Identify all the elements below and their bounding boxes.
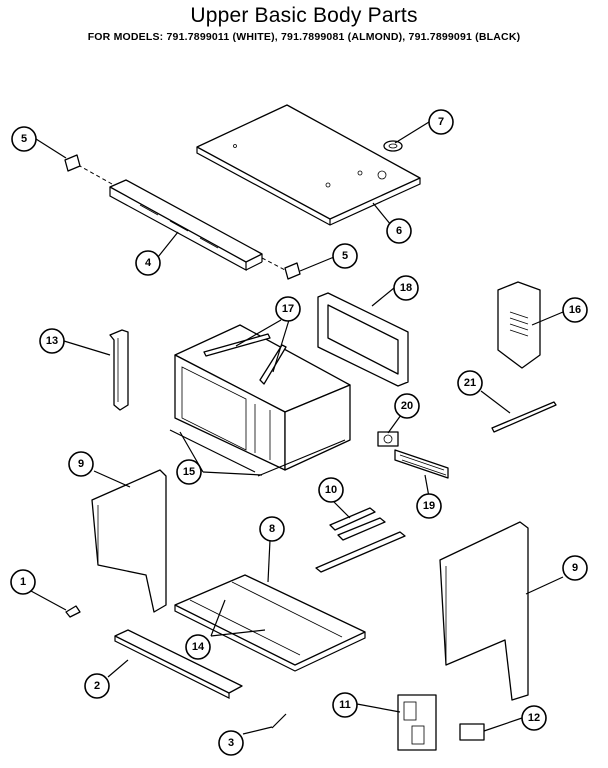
callout-3: 3: [218, 730, 244, 756]
svg-text:5: 5: [21, 133, 27, 145]
leader-lines: [30, 121, 564, 735]
callout-5: 5: [332, 243, 358, 269]
callout-5: 5: [11, 126, 37, 152]
svg-text:15: 15: [183, 466, 195, 478]
part-side-panel-right[interactable]: [439, 521, 529, 701]
part-side-support[interactable]: [109, 329, 129, 411]
svg-text:17: 17: [282, 303, 294, 315]
svg-text:21: 21: [464, 377, 476, 389]
svg-text:4: 4: [145, 257, 152, 269]
guide-line: [77, 164, 113, 185]
callout-18: 18: [393, 275, 419, 301]
callout-15: 15: [176, 459, 202, 485]
svg-text:12: 12: [528, 712, 540, 724]
svg-text:9: 9: [572, 562, 578, 574]
part-cabinet[interactable]: [169, 324, 351, 477]
part-grommet[interactable]: [383, 140, 403, 152]
callout-2: 2: [84, 673, 110, 699]
part-top-cover[interactable]: [196, 104, 421, 226]
callout-10: 10: [318, 477, 344, 503]
part-motor[interactable]: [377, 431, 399, 447]
callout-17: 17: [275, 296, 301, 322]
callout-19: 19: [416, 493, 442, 519]
part-strip[interactable]: [491, 401, 557, 433]
svg-text:2: 2: [94, 680, 100, 692]
callout-12: 12: [521, 705, 547, 731]
part-heater-assembly[interactable]: [394, 449, 449, 479]
svg-text:7: 7: [438, 116, 444, 128]
svg-text:6: 6: [396, 225, 402, 237]
page-title: Upper Basic Body Parts: [190, 4, 418, 27]
callout-9: 9: [562, 555, 588, 581]
svg-text:20: 20: [401, 400, 413, 412]
part-latch-assembly[interactable]: [315, 507, 406, 573]
svg-text:3: 3: [228, 737, 234, 749]
svg-text:16: 16: [569, 304, 581, 316]
part-door-frame[interactable]: [317, 292, 409, 387]
callout-9: 9: [68, 451, 94, 477]
part-clip-left[interactable]: [64, 154, 81, 172]
callout-21: 21: [457, 370, 483, 396]
svg-text:11: 11: [339, 699, 351, 711]
callout-6: 6: [386, 218, 412, 244]
svg-text:14: 14: [192, 641, 205, 653]
svg-text:18: 18: [400, 282, 412, 294]
part-switch-assembly[interactable]: [397, 694, 437, 751]
svg-text:19: 19: [423, 500, 435, 512]
svg-text:5: 5: [342, 250, 348, 262]
callout-14: 14: [185, 634, 211, 660]
guide-line: [261, 257, 286, 271]
part-base-plate[interactable]: [174, 574, 366, 672]
callout-11: 11: [332, 692, 358, 718]
svg-text:1: 1: [20, 576, 26, 588]
callout-16: 16: [562, 297, 588, 323]
svg-text:9: 9: [78, 458, 84, 470]
part-side-panel-left[interactable]: [91, 469, 167, 613]
part-front-bar[interactable]: [114, 629, 243, 699]
callout-20: 20: [394, 393, 420, 419]
callout-7: 7: [428, 109, 454, 135]
part-upper-bracket[interactable]: [109, 179, 263, 272]
part-screw[interactable]: [65, 605, 81, 618]
svg-text:8: 8: [269, 523, 275, 535]
part-rear-panel[interactable]: [497, 281, 541, 369]
callout-8: 8: [259, 516, 285, 542]
svg-text:10: 10: [325, 484, 337, 496]
callout-4: 4: [135, 250, 161, 276]
callout-1: 1: [10, 569, 36, 595]
callout-13: 13: [39, 328, 65, 354]
part-hinge-pin[interactable]: [271, 713, 287, 729]
svg-text:13: 13: [46, 335, 58, 347]
part-clip-right[interactable]: [284, 262, 301, 280]
part-small-bracket[interactable]: [459, 723, 485, 741]
models-subtitle: FOR MODELS: 791.7899011 (WHITE), 791.789…: [87, 31, 521, 43]
